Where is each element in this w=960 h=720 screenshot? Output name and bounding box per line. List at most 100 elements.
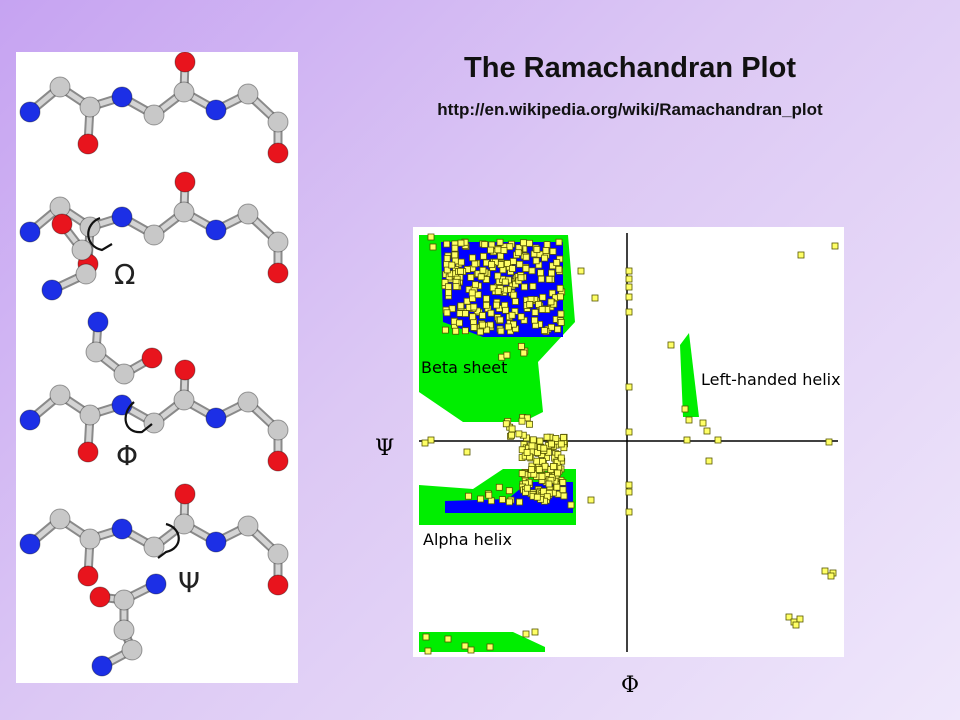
residue-point (625, 308, 633, 316)
carbon-atom (79, 96, 101, 118)
oxygen-atom (141, 347, 163, 369)
residue-point (504, 260, 511, 267)
residue-point (506, 498, 513, 506)
residue-point (500, 246, 508, 254)
residue-point (529, 282, 537, 290)
residue-point (479, 266, 487, 274)
carbon-atom (143, 224, 165, 246)
residue-point (549, 247, 557, 255)
nitrogen-atom (87, 311, 109, 333)
residue-point (523, 484, 531, 492)
residue-point (510, 291, 518, 299)
residue-point (792, 621, 800, 629)
residue-point (514, 249, 522, 257)
residue-point (520, 349, 528, 357)
residue-point (481, 241, 489, 248)
residue-point (825, 438, 833, 446)
oxygen-atom (267, 262, 289, 284)
residue-point (625, 267, 633, 275)
carbon-atom (143, 104, 165, 126)
residue-point (497, 252, 504, 260)
residue-point (457, 302, 465, 310)
residue-point (421, 439, 429, 447)
residue-point (457, 258, 465, 266)
omega-rotation-arrow (87, 216, 113, 252)
residue-point (535, 301, 542, 308)
residue-point (516, 260, 524, 268)
residue-point (557, 310, 565, 318)
oxygen-atom (174, 483, 196, 505)
residue-point (518, 470, 526, 477)
oxygen-atom (77, 565, 99, 587)
nitrogen-atom (19, 101, 41, 123)
residue-point (502, 420, 510, 428)
residue-point (476, 328, 484, 336)
residue-point (543, 241, 551, 249)
residue-point (545, 275, 553, 283)
residue-point (515, 430, 523, 438)
nitrogen-atom (145, 573, 167, 595)
residue-point (505, 323, 512, 331)
residue-point (470, 303, 478, 311)
wikipedia-link[interactable]: http://en.wikipedia.org/wiki/Ramachandra… (437, 100, 823, 119)
residue-point (469, 295, 476, 302)
residue-point (451, 244, 459, 252)
left-handed-helix-allowed-region (680, 333, 699, 417)
residue-point (528, 267, 536, 275)
carbon-atom (113, 619, 135, 641)
residue-point (554, 451, 562, 458)
residue-point (457, 239, 465, 247)
residue-point (559, 486, 567, 494)
residue-point (483, 295, 490, 303)
residue-point (540, 444, 548, 452)
residue-points (421, 233, 839, 655)
residue-point (532, 257, 540, 265)
carbon-atom (49, 76, 71, 98)
residue-point (462, 327, 469, 335)
residue-point (557, 440, 565, 448)
residue-point (531, 316, 538, 324)
carbon-atom (173, 201, 195, 223)
residue-point (535, 466, 543, 473)
residue-point (469, 254, 476, 262)
residue-point (796, 615, 804, 623)
residue-point (541, 462, 549, 470)
residue-point (545, 480, 553, 488)
peptide-backbone-figure: Ω Φ Ψ (16, 52, 298, 683)
residue-point (443, 254, 451, 262)
residue-point (526, 239, 533, 247)
residue-point (521, 283, 528, 291)
beta-sheet-label: Beta sheet (421, 358, 507, 377)
carbon-atom (267, 543, 289, 565)
residue-point (467, 274, 475, 281)
carbon-atom (71, 239, 93, 261)
residue-point (523, 449, 531, 456)
residue-point (555, 265, 563, 273)
residue-point (509, 257, 517, 265)
residue-point (555, 238, 563, 246)
residue-point (485, 491, 493, 499)
residue-point (831, 242, 839, 250)
residue-point (556, 284, 564, 292)
residue-point (536, 437, 544, 445)
carbon-atom (143, 536, 165, 558)
residue-point (503, 351, 511, 359)
residue-point (625, 383, 633, 391)
residue-point (567, 501, 575, 509)
residue-point (456, 319, 463, 327)
residue-point (496, 238, 504, 246)
psi-rotation-arrow (157, 522, 180, 559)
carbon-atom (75, 263, 97, 285)
carbon-atom (173, 81, 195, 103)
residue-point (467, 646, 475, 654)
residue-point (472, 281, 479, 289)
nitrogen-atom (41, 279, 63, 301)
residue-point (522, 630, 530, 638)
nitrogen-atom (19, 533, 41, 555)
residue-point (560, 492, 568, 500)
residue-point (531, 309, 539, 316)
carbon-atom (237, 515, 259, 537)
nitrogen-atom (205, 219, 227, 241)
residue-point (443, 240, 451, 248)
residue-point (625, 275, 633, 283)
